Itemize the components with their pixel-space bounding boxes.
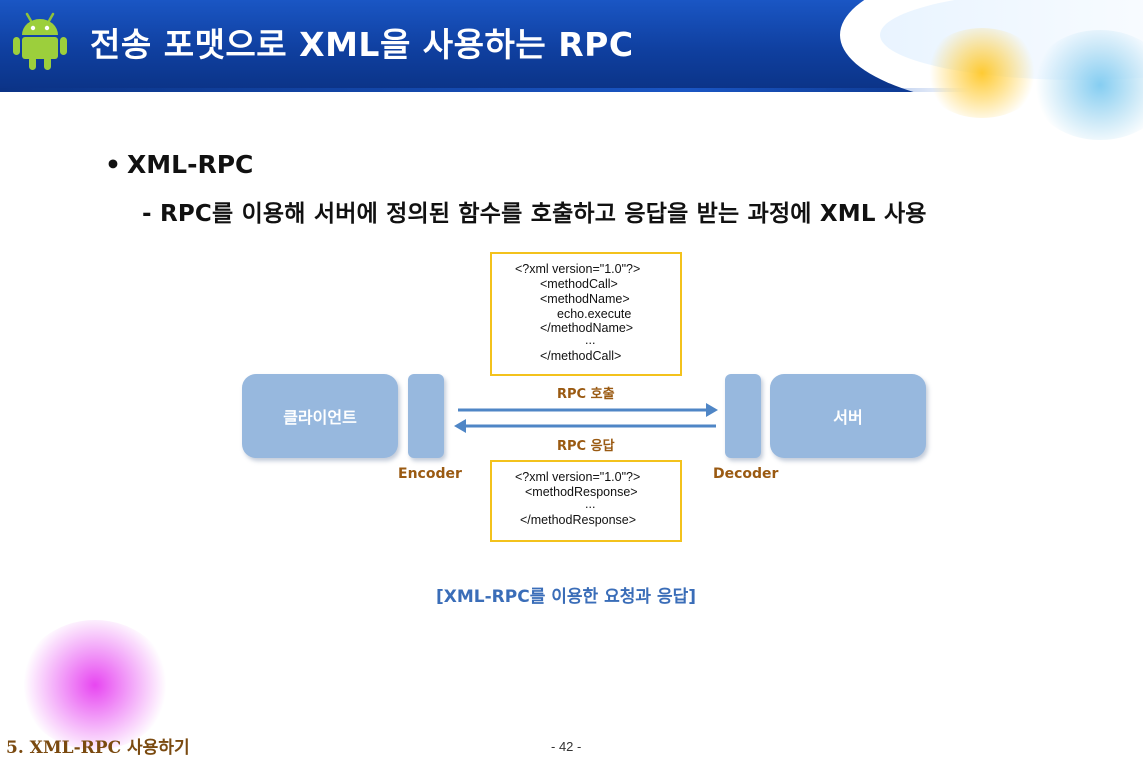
page-number: - 42 - xyxy=(551,739,582,754)
xml-line: <methodResponse> xyxy=(525,485,638,499)
xml-line: ... xyxy=(585,497,596,511)
response-arrow-head xyxy=(454,419,466,433)
request-xml-box: <?xml version="1.0"?> <methodCall> <meth… xyxy=(490,252,682,376)
section-footer: 5. XML-RPC 사용하기 xyxy=(6,738,190,758)
android-robot-icon xyxy=(13,12,67,70)
call-arrow-head xyxy=(706,403,718,417)
client-node: 클라이언트 xyxy=(242,374,398,458)
xml-line: <methodCall> xyxy=(540,277,618,291)
xml-line: <methodName> xyxy=(540,292,630,306)
xml-line: </methodResponse> xyxy=(520,513,637,527)
server-node: 서버 xyxy=(770,374,926,458)
bullet-dot: • xyxy=(105,150,121,179)
decorative-yellow-glow xyxy=(922,28,1042,118)
xml-line: </methodName> xyxy=(540,321,634,335)
response-xml-box: <?xml version="1.0"?> <methodResponse> .… xyxy=(490,460,682,542)
bullet-item: •XML-RPC xyxy=(105,150,253,179)
xml-line: echo.execute xyxy=(557,307,632,321)
rpc-response-label: RPC 응답 xyxy=(557,439,615,454)
decoder-block xyxy=(725,374,761,458)
bullet-text: XML-RPC xyxy=(127,150,254,179)
decorative-purple-glow xyxy=(20,620,170,750)
decoder-label: Decoder xyxy=(713,466,779,482)
encoder-label: Encoder xyxy=(398,466,462,482)
xml-line: <?xml version="1.0"?> xyxy=(515,470,641,484)
xml-line: <?xml version="1.0"?> xyxy=(515,262,641,276)
slide-title: 전송 포맷으로 XML을 사용하는 RPC xyxy=(90,25,634,64)
decorative-blue-glow xyxy=(1030,30,1143,140)
arrows xyxy=(454,403,718,433)
sub-bullet-text: - RPC를 이용해 서버에 정의된 함수를 호출하고 응답을 받는 과정에 X… xyxy=(142,201,927,227)
rpc-call-label: RPC 호출 xyxy=(557,387,615,402)
xml-line: ... xyxy=(585,333,596,347)
xml-line: </methodCall> xyxy=(540,349,622,363)
figure-caption: [XML-RPC를 이용한 요청과 응답] xyxy=(436,587,696,607)
encoder-block xyxy=(408,374,444,458)
banner-underline xyxy=(0,88,1143,92)
